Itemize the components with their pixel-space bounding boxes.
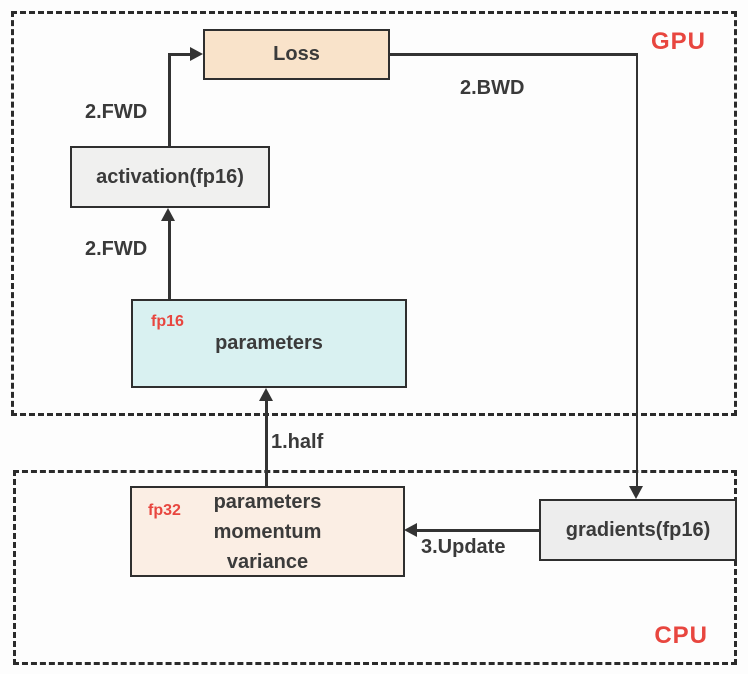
arrow-half-line bbox=[265, 398, 268, 486]
arrow-update-head-icon bbox=[404, 523, 417, 537]
arrow-update-line bbox=[416, 529, 539, 532]
cpu-region: CPU bbox=[13, 470, 737, 665]
edge-label-update: 3.Update bbox=[421, 536, 506, 558]
node-parameters-fp32-line2: momentum bbox=[213, 520, 322, 543]
node-activation: activation(fp16) bbox=[70, 146, 270, 208]
node-activation-label: activation(fp16) bbox=[96, 165, 244, 188]
edge-label-half: 1.half bbox=[271, 431, 324, 453]
gpu-region: GPU bbox=[11, 11, 737, 416]
edge-label-bwd: 2.BWD bbox=[460, 77, 525, 99]
arrow-half-head-icon bbox=[259, 388, 273, 401]
node-parameters-fp16-label: parameters bbox=[215, 332, 323, 354]
arrow-bwd-horizontal-line bbox=[390, 53, 638, 56]
node-parameters-fp32-line1: parameters bbox=[213, 490, 322, 513]
arrow-fwd-lower-line bbox=[168, 219, 171, 299]
arrow-fwd-upper-head-icon bbox=[190, 47, 203, 61]
fp16-tag: fp16 bbox=[151, 313, 184, 330]
cpu-region-label: CPU bbox=[654, 622, 708, 649]
arrow-bwd-head-icon bbox=[629, 486, 643, 499]
arrow-bwd-vertical-line bbox=[635, 53, 638, 487]
edge-label-fwd-lower: 2.FWD bbox=[85, 238, 148, 260]
node-loss: Loss bbox=[203, 29, 390, 80]
node-parameters-fp32-line3: variance bbox=[226, 550, 309, 573]
node-gradients-fp16: gradients(fp16) bbox=[539, 499, 737, 561]
node-parameters-fp16: fp16 parameters bbox=[131, 299, 407, 388]
arrow-fwd-lower-head-icon bbox=[161, 208, 175, 221]
arrow-fwd-upper-horizontal-line bbox=[168, 53, 191, 56]
arrow-fwd-upper-vertical-line bbox=[168, 53, 171, 146]
fp32-tag: fp32 bbox=[148, 502, 181, 519]
node-gradients-fp16-label: gradients(fp16) bbox=[565, 518, 711, 541]
node-loss-label: Loss bbox=[273, 43, 320, 65]
node-parameters-fp32: fp32 parameters momentum variance bbox=[130, 486, 405, 577]
edge-label-fwd-upper: 2.FWD bbox=[85, 101, 148, 123]
gpu-region-label: GPU bbox=[650, 28, 706, 55]
